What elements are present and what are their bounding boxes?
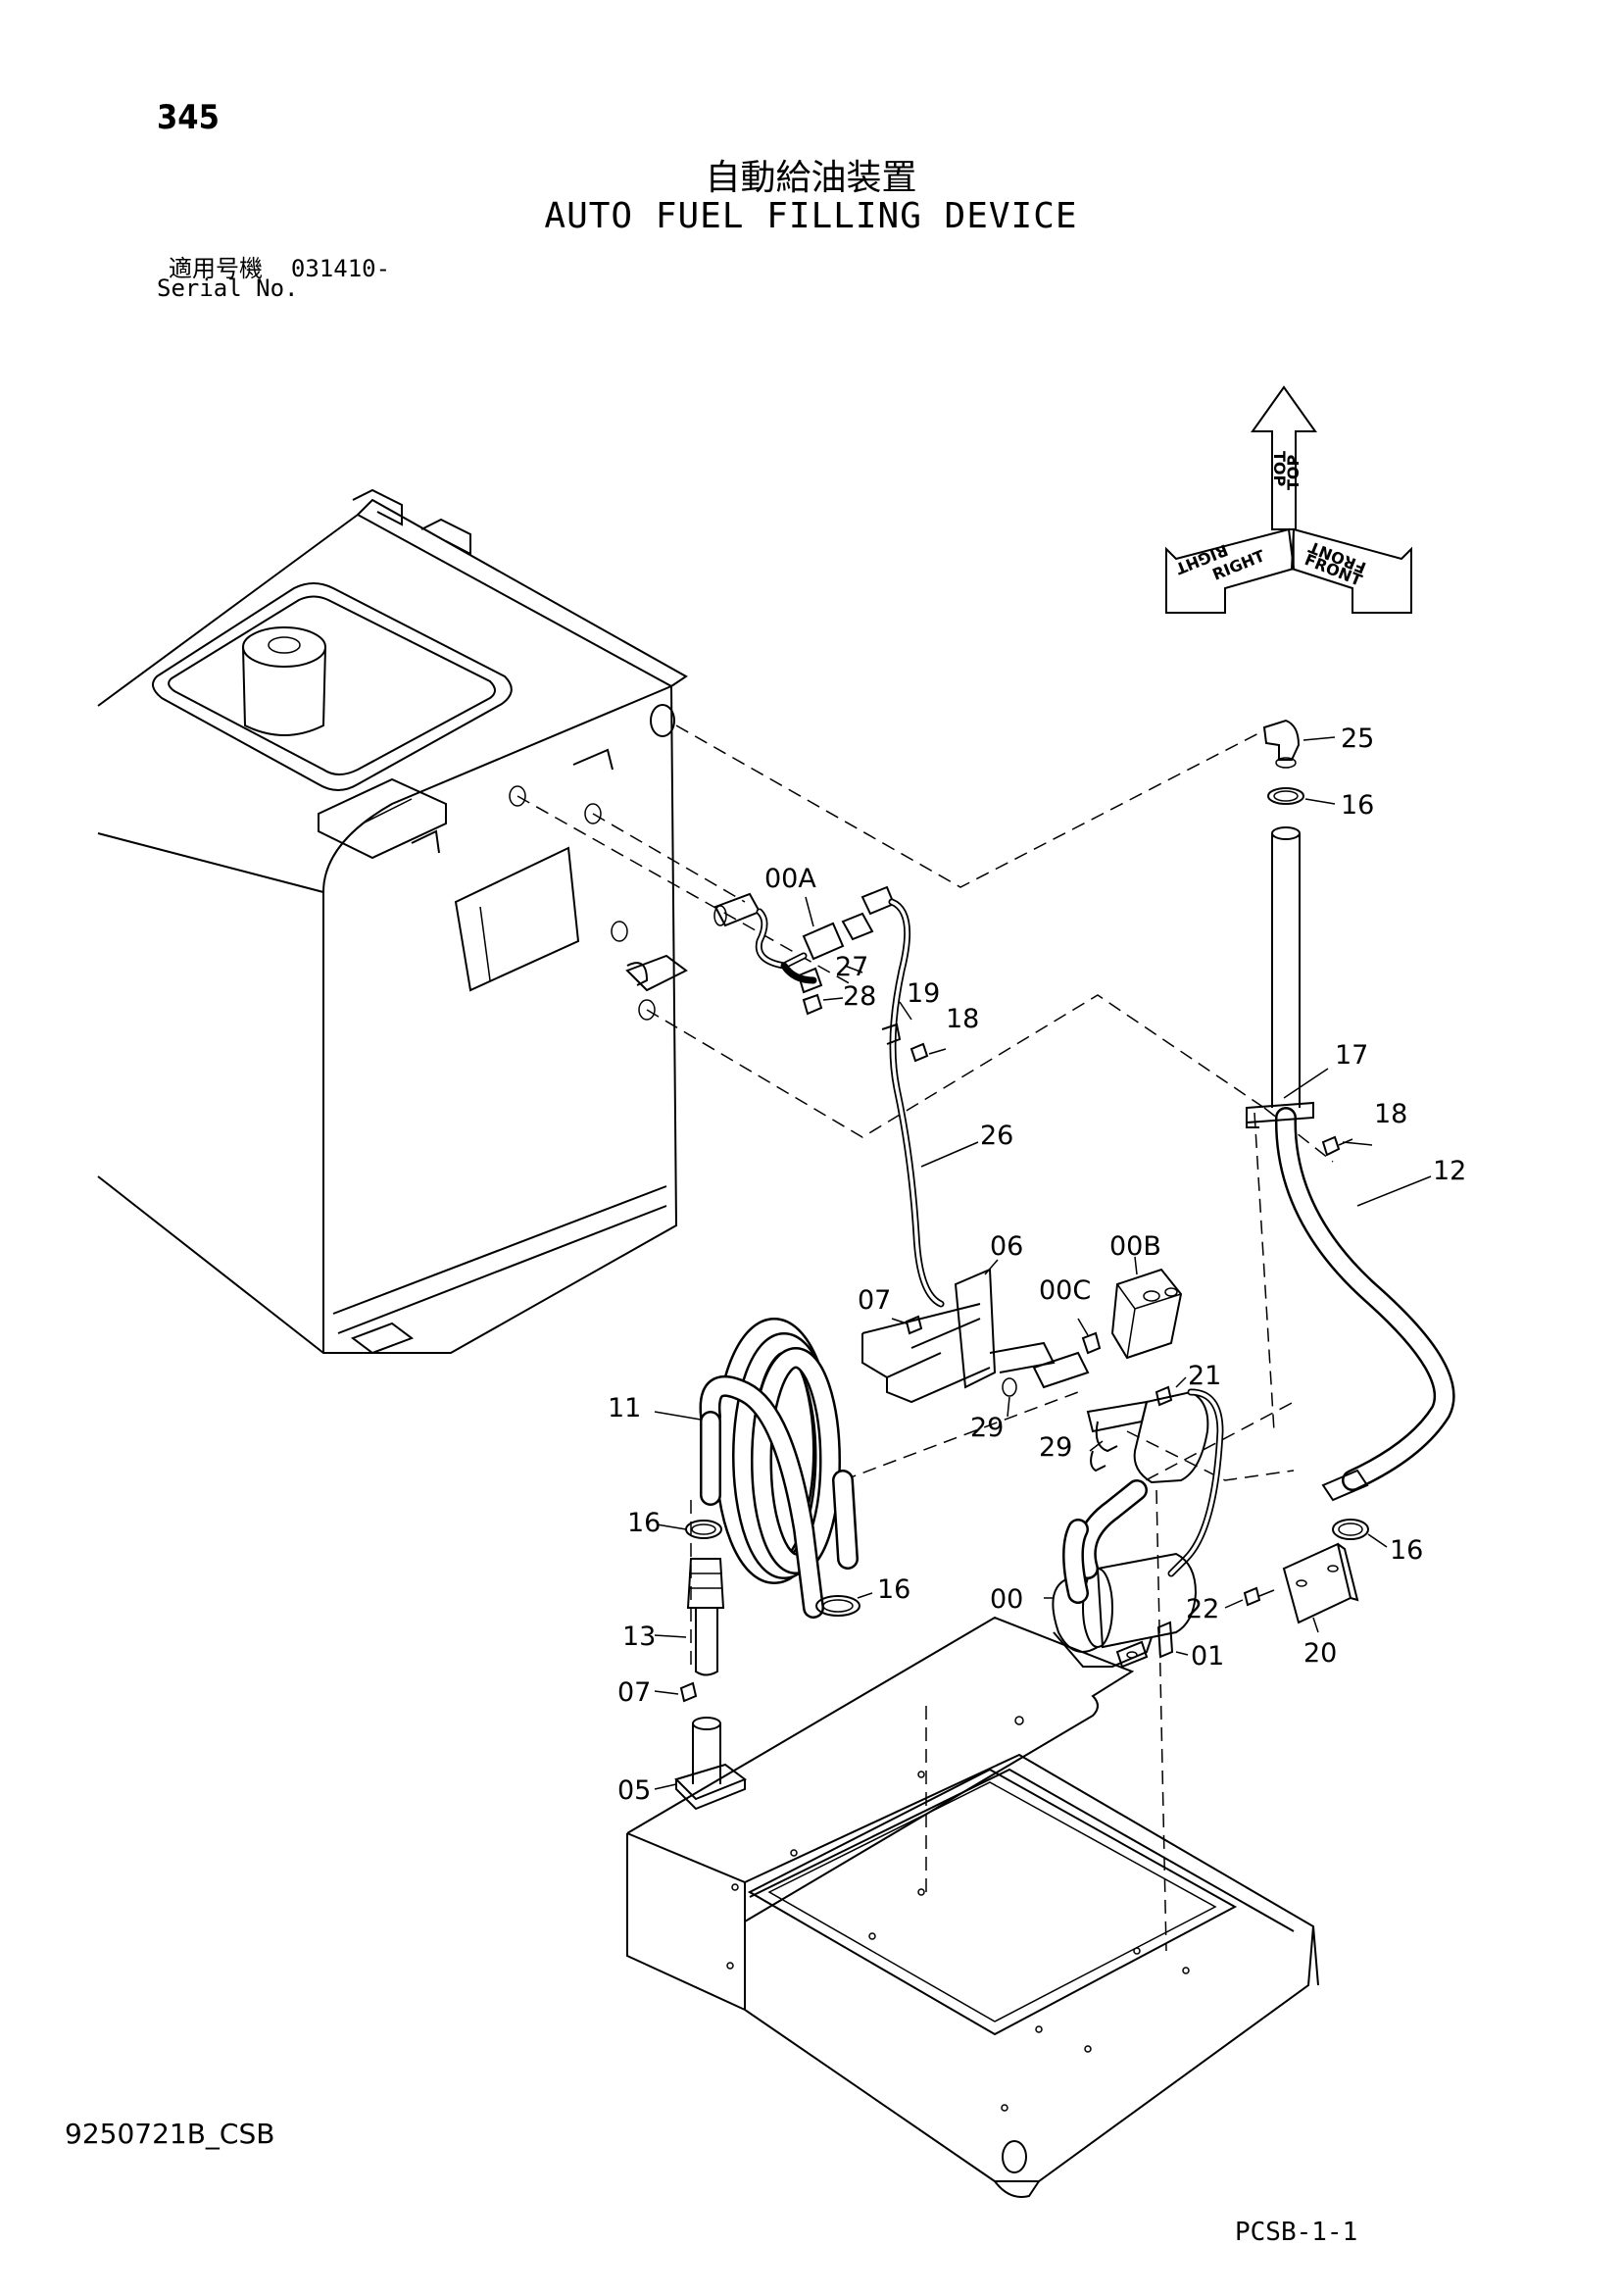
callout-16-b: 16 — [627, 1508, 661, 1538]
callout-26: 26 — [980, 1121, 1013, 1151]
callout-00: 00 — [990, 1584, 1023, 1615]
callout-06: 06 — [990, 1231, 1023, 1262]
serial-value: 031410- — [290, 255, 391, 282]
page-number: 345 — [157, 98, 220, 137]
callout-29-a: 29 — [970, 1413, 1004, 1443]
callout-07-b: 07 — [617, 1677, 651, 1708]
callout-13: 13 — [622, 1622, 656, 1652]
callout-12: 12 — [1433, 1156, 1466, 1186]
callout-27: 27 — [835, 952, 868, 982]
part-bracket-06 — [861, 1268, 1090, 1404]
part-hose-11 — [699, 1318, 859, 1619]
part-nozzle-13 — [679, 1558, 725, 1703]
callout-16-c: 16 — [877, 1574, 910, 1605]
callout-00c: 00C — [1039, 1275, 1091, 1306]
callout-28: 28 — [843, 981, 876, 1012]
serial-label-japanese: 適用号機 031410- — [169, 249, 390, 283]
part-connector-00c — [1081, 1331, 1102, 1355]
orientation-top-label: TOP — [1270, 451, 1289, 487]
part-elbow-25 — [1262, 719, 1304, 805]
callout-01: 01 — [1191, 1641, 1224, 1672]
callout-11: 11 — [608, 1393, 641, 1423]
callout-07-a: 07 — [858, 1285, 891, 1316]
fuel-tank — [97, 488, 688, 1355]
callout-19: 19 — [907, 978, 940, 1009]
part-relay-00b — [1110, 1268, 1183, 1360]
part-bracket-21 — [1086, 1385, 1224, 1577]
part-bracket-20 — [1243, 1542, 1359, 1624]
wiring-harness-00a — [713, 885, 945, 1308]
base-frame — [626, 1616, 1319, 2198]
callout-16-a: 16 — [1341, 790, 1374, 821]
callout-22: 22 — [1186, 1594, 1219, 1624]
page-code: PCSB-1-1 — [1235, 2218, 1358, 2247]
callout-18-b: 18 — [1374, 1099, 1407, 1129]
serial-label-jp: 適用号機 — [169, 255, 263, 282]
callout-25: 25 — [1341, 724, 1374, 754]
callout-18-a: 18 — [946, 1004, 979, 1034]
callout-29-b: 29 — [1039, 1432, 1072, 1463]
callout-17: 17 — [1335, 1040, 1368, 1071]
title-japanese: 自動給油装置 — [705, 158, 917, 198]
callout-16-d: 16 — [1390, 1535, 1423, 1566]
callout-labels: 25 16 00A 27 28 19 18 17 18 12 26 06 00B… — [608, 724, 1466, 1806]
callout-05: 05 — [617, 1775, 651, 1806]
serial-label-english: Serial No. — [157, 275, 299, 302]
orientation-indicator: TOP TOP RIGHT RIGHT FRONT FRONT — [1165, 385, 1412, 614]
orientation-top-label-2: TOP — [1284, 454, 1303, 490]
part-pump-00 — [1052, 1479, 1198, 1669]
part-pipe-12 — [1246, 826, 1455, 1540]
title-english: AUTO FUEL FILLING DEVICE — [544, 196, 1078, 236]
callout-20: 20 — [1303, 1638, 1337, 1669]
callout-21: 21 — [1188, 1361, 1221, 1391]
leader-lines — [654, 736, 1432, 1790]
assembly-lines — [516, 724, 1334, 1952]
callout-00b: 00B — [1109, 1231, 1161, 1262]
callout-00a: 00A — [764, 864, 816, 894]
part-holder-05 — [674, 1717, 748, 1811]
document-code: 9250721B_CSB — [65, 2118, 275, 2150]
